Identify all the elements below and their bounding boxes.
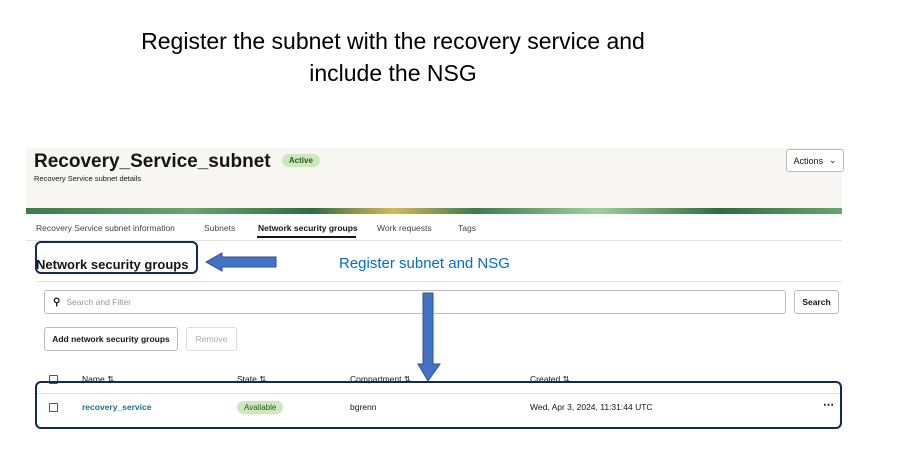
col-label: Created [530, 374, 561, 384]
col-label: State [237, 374, 257, 384]
page-header [26, 148, 842, 208]
page-subtitle: Recovery Service subnet details [34, 174, 142, 183]
created-cell: Wed, Apr 3, 2024, 11:31:44 UTC [530, 402, 653, 412]
sort-icon: ⇅ [259, 374, 267, 384]
tabs-divider [26, 240, 842, 241]
header-banner [26, 208, 842, 214]
tab-tags[interactable]: Tags [458, 223, 476, 233]
compartment-cell: bgrenn [350, 402, 377, 412]
tab-subnets[interactable]: Subnets [204, 223, 236, 233]
actions-label: Actions [793, 155, 823, 166]
col-label: Compartment [350, 374, 402, 384]
page-title: Recovery_Service_subnet Active [34, 151, 320, 173]
chevron-down-icon: ⌄ [828, 155, 837, 165]
table-row: recovery_service Available bgrenn Wed, A… [36, 394, 842, 422]
nsg-name-link[interactable]: recovery_service [82, 402, 152, 412]
highlight-box-row [35, 381, 842, 429]
select-all-checkbox[interactable] [49, 375, 58, 384]
search-button[interactable]: Search [794, 290, 839, 314]
state-badge: Available [237, 401, 284, 414]
tab-subnet-information[interactable]: Recovery Service subnet information [36, 223, 175, 233]
search-icon: ⚲ [53, 296, 61, 308]
caption-line-1: Register the subnet with the recovery se… [141, 28, 645, 54]
sort-icon: ⇅ [403, 374, 411, 384]
caption-line-2: include the NSG [309, 60, 477, 86]
row-checkbox[interactable] [49, 403, 58, 412]
annotation-text: Register subnet and NSG [339, 255, 510, 272]
add-nsg-button[interactable]: Add network security groups [44, 327, 178, 351]
section-divider [36, 281, 842, 282]
remove-button[interactable]: Remove [186, 327, 237, 351]
search-placeholder: Search and Filter [66, 297, 132, 307]
sort-icon: ⇅ [107, 374, 115, 384]
highlight-box-heading [35, 241, 198, 274]
actions-button[interactable]: Actions ⌄ [786, 149, 844, 172]
more-actions-icon[interactable]: ⋯ [823, 399, 834, 411]
column-header-created[interactable]: Created ⇅ [530, 374, 570, 385]
column-header-state[interactable]: State ⇅ [237, 374, 266, 385]
col-label: Name [82, 374, 105, 384]
section-heading: Network security groups [36, 257, 189, 272]
search-input[interactable]: ⚲ Search and Filter [44, 290, 786, 314]
down-arrow-icon [417, 292, 441, 382]
table-header-divider [36, 393, 842, 394]
left-arrow-icon [205, 252, 277, 272]
title-text: Recovery_Service_subnet [34, 151, 271, 172]
status-badge: Active [281, 154, 320, 167]
tab-underline [257, 236, 356, 238]
sort-icon: ⇅ [562, 374, 570, 384]
tab-network-security-groups[interactable]: Network security groups [258, 223, 358, 233]
column-header-compartment[interactable]: Compartment ⇅ [350, 374, 411, 385]
column-header-name[interactable]: Name ⇅ [82, 374, 114, 385]
tab-work-requests[interactable]: Work requests [377, 223, 432, 233]
